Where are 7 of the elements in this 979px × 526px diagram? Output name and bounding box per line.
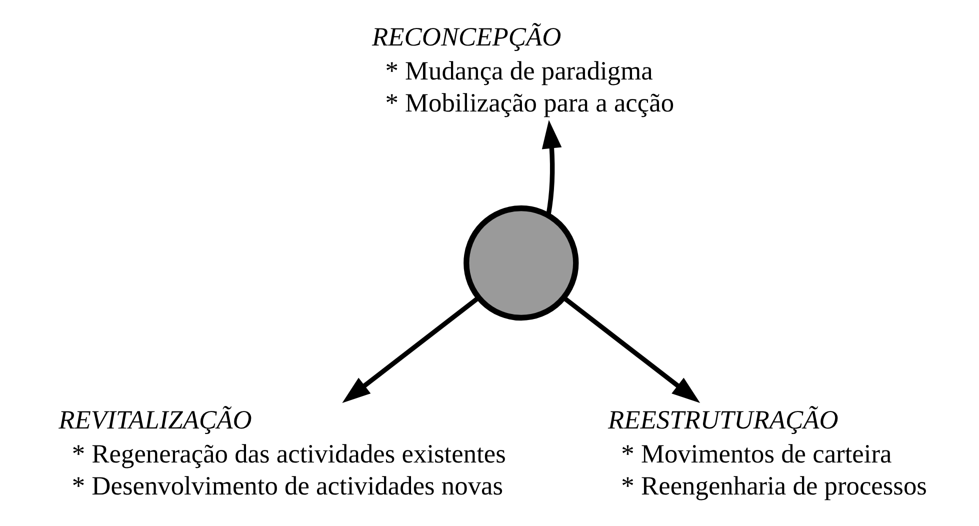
node-text: RECONCEPÇÃO * Mudança de paradigma * Mobilização para a acção <box>372 21 674 118</box>
arrow <box>562 296 700 403</box>
node-circle <box>463 205 578 321</box>
arrow <box>342 296 480 403</box>
node-text: REVITALIZAÇÃO * Regeneração das actividades existentes * Desenvolvimento de actividades novas <box>58 404 506 501</box>
node-text: REESTRUTURAÇÃO * Movimentos de carteira * Reengenharia de processos <box>607 404 926 501</box>
arrow <box>541 120 562 216</box>
